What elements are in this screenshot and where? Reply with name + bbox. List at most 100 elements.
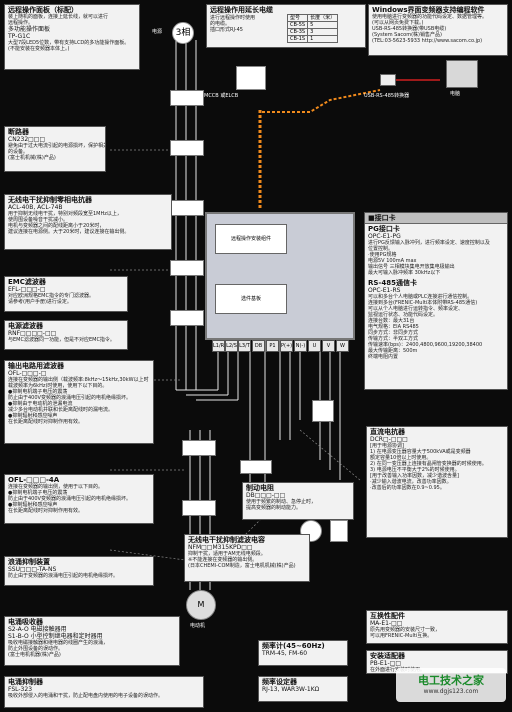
- braking-resistor-model: DB□□□-□□: [246, 492, 286, 499]
- table-cell: 3: [307, 28, 339, 36]
- surge-absorber-line: 吸收电磁接触器和继电器的线圈产生的浪涌，: [8, 640, 109, 646]
- radio-capacitor-line: 抑制干扰，适用于AM无线电频段。: [188, 551, 266, 557]
- ext-cable-line: 的电缆。: [210, 21, 231, 27]
- pc-software-title: Windows界面变频器支持编程软件: [372, 6, 485, 14]
- motor-label: 电动机: [190, 623, 206, 629]
- mccb-label: MCCB 或ELCB: [204, 93, 239, 99]
- filter-icon: [170, 310, 204, 326]
- output-filter-line: 减少多台电动机并联和长距离配线时的漏电流。: [8, 407, 114, 413]
- motor-icon: M: [186, 590, 216, 620]
- surge-killer-model: FSL-323: [8, 686, 33, 693]
- freq-meter-title: 频率计(45~60Hz): [262, 642, 325, 650]
- freq-meter-box: 频率计(45~60Hz) TRM-45, FM-60: [258, 640, 348, 666]
- terminal-u: U: [308, 340, 321, 352]
- surge-killer-box: 电涌抑制器 FSL-323 吸收外部侵入的电涌和干扰，防止配电盘内使用的电子设备…: [4, 676, 204, 708]
- pg-card-model: OPC-E1-PG: [368, 233, 401, 240]
- freq-setter-icon: [330, 520, 348, 542]
- circuit-breaker-box: 断路器 CN232□□□ 避免由于过大电流引起的电源损坏，保护相关连接 的设备。…: [4, 126, 106, 172]
- braking-resistor-icon: [240, 460, 272, 474]
- keypad-mount: 远程操作安装组件: [215, 224, 287, 254]
- dc-reactor-title: 直流电抗器: [370, 428, 405, 436]
- pc-software-line: 使用电脑进行变频器的功能代码设定、数据管理等。: [372, 14, 488, 20]
- freq-setter-model: RJ-13, WAR3W-1KΩ: [262, 686, 320, 693]
- surge-suppressor-box: 浪涌抑制装置 SSU□□□-TA-NS 防止由于变频器的浪涌电压引起的电机绝缘损…: [4, 556, 154, 586]
- power-filter-title: 电源滤波器: [8, 322, 43, 330]
- dc-reactor-model: DCR□-□□□: [370, 436, 408, 443]
- ofl4a-line: ●抑制辐射和感应噪声: [8, 502, 58, 508]
- terminal-v: V: [322, 340, 335, 352]
- remote-panel-box: 远程操作面板（标配） 装上随机的面板，连接上延长线，就可以进行 远程操作。 多功…: [4, 4, 140, 70]
- remote-panel-line: 装上随机的面板，连接上延长线，就可以进行: [8, 14, 109, 20]
- power-filter-line: 与EMC滤波器同一功能，但是不对应EMC指令。: [8, 337, 115, 343]
- rs485-card-line: 传输方式：半双工方式: [368, 336, 419, 342]
- circuit-breaker-line: (富士机机械(株)产品): [8, 155, 56, 161]
- radio-filter-line: 电机与变频器之间的配线距离小于20米时，: [8, 223, 105, 229]
- surge-killer-title: 电涌抑制器: [8, 678, 43, 686]
- pc-software-line: USB-RS-485转换器(带USB电缆): [372, 26, 447, 32]
- radio-filter-title: 无线电干扰抑制零相电抗器: [8, 196, 92, 204]
- output-filter-line: 载波频率为6kHz)时使用，使用下以下目的。: [8, 383, 108, 389]
- option-board: 选件基板: [215, 284, 287, 314]
- output-filter-title: 输出电路用滤波器: [8, 362, 64, 370]
- surge-absorber-box: 电涌吸收器 S2-A-O 电磁接触器用 S1-B-O 小型控制继电器和定时器用 …: [4, 616, 180, 666]
- freq-setter-title: 频率设定器: [262, 678, 297, 686]
- output-filter-icon: [182, 440, 216, 456]
- braking-resistor-box: 制动电阻 DB□□□-□□ 使用于频繁的制动、急停止时， 提高变频器的制动能力。: [242, 482, 354, 520]
- radio-filter-model: ACL-40B, ACL-74B: [8, 204, 63, 211]
- pc-software-line: (可以从网页免费下载。): [372, 20, 424, 26]
- table-cell: CB-1S: [286, 35, 309, 43]
- pc-software-line: (TEL:03-5623-5933 http://www.sacom.co.jp…: [372, 38, 483, 44]
- emc-filter-title: EMC滤波器: [8, 278, 46, 286]
- ext-cable-line: 进行远程操作时使用: [210, 15, 256, 21]
- power-filter-box: 电源滤波器 RNF□□□□-□□ 与EMC滤波器同一功能，但是不对应EMC指令。: [4, 320, 128, 350]
- braking-resistor-title: 制动电阻: [246, 484, 274, 492]
- output-filter-line: 在长距离配线时对抑制作用有效。: [8, 419, 84, 425]
- contactor-icon: [170, 200, 204, 216]
- power-label: 电源: [152, 29, 163, 35]
- radio-capacitor-line: (日本CHEMI-COM制造，富士电机机械(株)产品): [188, 563, 296, 569]
- radio-filter-line: 用于抑制无线电干扰，特别对频段宽至1MHz以上，: [8, 211, 122, 217]
- dc-reactor-line: 2) 在同一变压器上连接有晶闸管变换器的时候使用。: [370, 461, 487, 467]
- watermark-logo: 电工技术之家 www.dgjs123.com: [396, 668, 506, 702]
- radio-capacitor-title: 无线电干扰抑制滤波电容: [188, 536, 265, 544]
- surge-killer-line: 吸收外部侵入的电涌和干扰，防止配电盘内使用的电子设备的误动作。: [8, 693, 164, 699]
- rs485-card-line: 传输速率(bps)：2400,4800,9600,19200,38400: [368, 342, 483, 348]
- accessory-model: MA-E1-□□: [370, 620, 403, 627]
- remote-panel-model: TP-G1C: [8, 33, 31, 40]
- watermark-text: 电工技术之家: [418, 674, 484, 687]
- dc-reactor-box: 直流电抗器 DCR□-□□□ [用于电源协调] 1) 在电源变压器容量大于500…: [366, 426, 508, 538]
- output-filter-line: ●抑制电机端子电压的震荡: [8, 389, 68, 395]
- table-cell: CB-5S: [286, 21, 309, 29]
- table-row: CB-5S 5: [286, 21, 339, 29]
- usb-converter-label: USB-RS-485转换器: [364, 93, 410, 99]
- terminal-strip: L1/R L2/S L3/T DB P1 P(+) N(-) U V W: [212, 340, 349, 352]
- radio-filter-box: 无线电干扰抑制零相电抗器 ACL-40B, ACL-74B 用于抑制无线电干扰，…: [4, 194, 172, 250]
- radio-capacitor-model: NFM□□M315KPD□□: [188, 544, 253, 551]
- circuit-breaker-model: CN232□□□: [8, 136, 46, 143]
- terminal-l3t: L3/T: [238, 340, 251, 352]
- surge-absorber-model: S2-A-O 电磁接触器用: [8, 626, 67, 633]
- rs485-card-line: 连接到多台(FRENIC-Multi本体附带RS-485通信): [368, 300, 478, 306]
- freq-meter-model: TRM-45, FM-60: [262, 650, 308, 657]
- phase-label: 3相: [175, 28, 191, 38]
- emc-filter-box: EMC滤波器 EFL-□□□-□ 对应欧洲规格EMC指令的专门滤波器。 请参考(…: [4, 276, 128, 312]
- surge-absorber-line: (富士电机机器(株)产品): [8, 652, 61, 658]
- rs485-card-line: 同步方式：非同步方式: [368, 330, 419, 336]
- rs485-card-line: 连接台数：最大31台: [368, 318, 415, 324]
- circuit-breaker-line: 避免由于过大电流引起的电源损坏，保护相关连接: [8, 143, 105, 149]
- pg-card-line: 最大可输入脉冲频率 30kHz以下: [368, 270, 441, 276]
- surge-absorber-model: S1-B-O 小型控制继电器和定时器用: [8, 633, 103, 640]
- remote-panel-line: 大型7段LED5位数，带有支持LCD的多功能操作面板。: [8, 40, 130, 46]
- pc-icon: [446, 60, 478, 88]
- terminal-w: W: [336, 340, 349, 352]
- interface-card-box: ■接口卡 PG接口卡 OPC-E1-PG 进行PG反馈输入脉冲列，进行频率设定、…: [364, 212, 508, 390]
- rs485-card-line: 终端电阻内置: [368, 354, 399, 360]
- rs485-card-line: 可以和多台个人电脑或PLC连接进行通信控制。: [368, 294, 473, 300]
- adapter-title: 安装适配器: [370, 652, 405, 660]
- accessory-box: 互换性配件 MA-E1-□□ 原先用变频器的安装尺寸一致， 可以用FRENIC-…: [366, 610, 508, 644]
- surge-absorber-title: 电涌吸收器: [8, 618, 43, 626]
- pg-card-line: 进行PG反馈输入脉冲列，进行频率设定、速度控制以及: [368, 240, 490, 246]
- ext-cable-box: 远程操作用延长电缆 进行远程操作时使用 的电缆。 插口形式RJ-45 型号 长度…: [206, 4, 366, 48]
- pg-card-line: 输出信号 三相模块集电开放集电极输出: [368, 264, 455, 270]
